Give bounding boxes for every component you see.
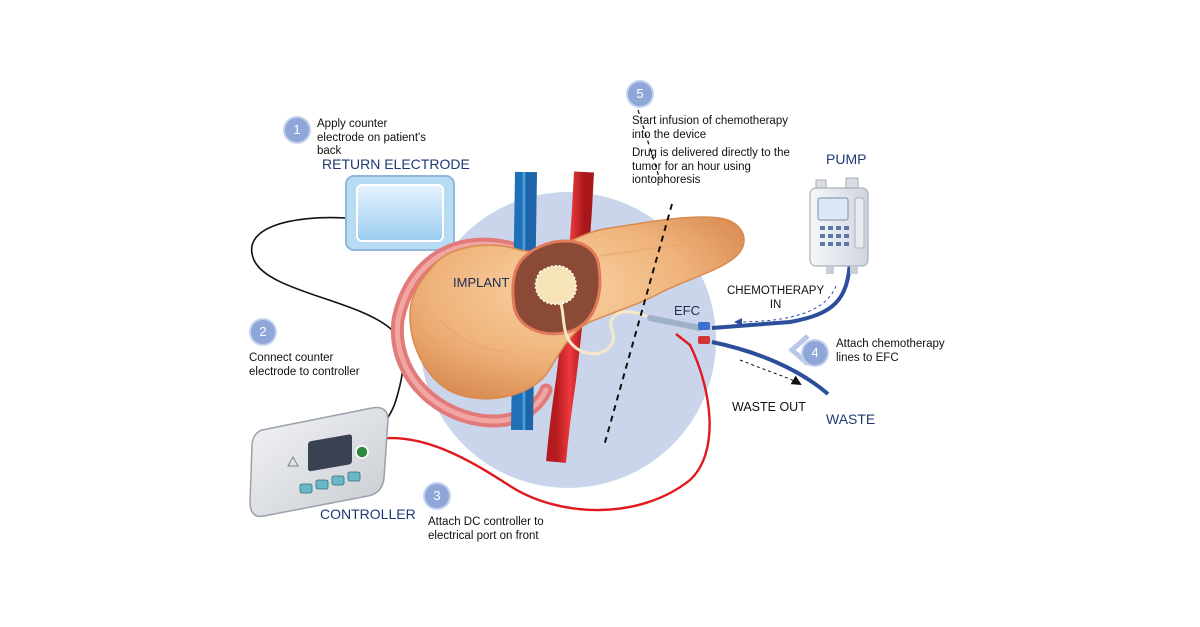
controller-label: CONTROLLER [320, 506, 416, 522]
efc-connector [647, 315, 710, 344]
pump-label: PUMP [826, 151, 867, 167]
step-5-badge: 5 [628, 82, 652, 106]
controller-red-wire [371, 333, 711, 512]
return-electrode-pad [345, 175, 455, 251]
chemotherapy-in-line [711, 259, 852, 330]
step-2-badge: 2 [251, 320, 275, 344]
separator-dashed-line [603, 203, 673, 447]
step4-chevron-icon [788, 334, 810, 366]
dc-controller [249, 406, 389, 518]
return-electrode-wire [251, 216, 404, 441]
implant-device [534, 264, 577, 306]
step-4-badge: 4 [803, 341, 827, 365]
waste-out-label: WASTE OUT [732, 400, 806, 414]
infusion-pump [809, 177, 869, 274]
waste-line [711, 340, 830, 396]
step-3-badge: 3 [425, 484, 449, 508]
efc-label: EFC [674, 303, 700, 318]
step-1-badge: 1 [285, 118, 309, 142]
return-electrode-label: RETURN ELECTRODE [322, 156, 470, 172]
waste-label: WASTE [826, 411, 876, 427]
artery [546, 171, 594, 463]
implant-label: IMPLANT [453, 275, 510, 290]
